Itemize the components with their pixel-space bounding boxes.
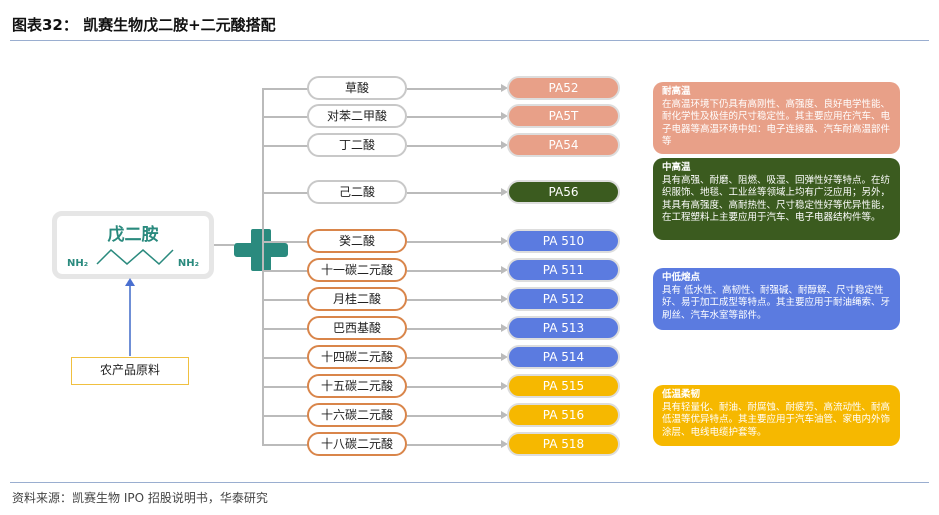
arrow-up-icon — [125, 278, 135, 286]
arrow-right-icon — [407, 441, 508, 447]
property-title: 中低熔点 — [662, 272, 701, 283]
product-pill: PA 518 — [507, 432, 620, 456]
figure-title: 图表32： 凯赛生物戊二胺+二元酸搭配 — [12, 16, 276, 34]
source-note: 资料来源：凯赛生物 IPO 招股说明书，华泰研究 — [12, 491, 268, 505]
property-title: 低温柔韧 — [662, 389, 701, 400]
raw-arrow — [129, 282, 131, 356]
branch-connector — [262, 357, 308, 359]
property-text: 在高温环境下仍具有高刚性、高强度、良好电学性能、耐化学性及极佳的尺寸稳定性。其主… — [662, 98, 891, 148]
amine-right: NH₂ — [177, 258, 199, 269]
product-pill: PA 512 — [507, 287, 620, 311]
property-box: 中高温 具有高强、耐磨、阻燃、吸湿、回弹性好等特点。在纺织服饰、地毯、工业丝等领… — [653, 158, 900, 240]
diamine-box: 戊二胺 NH₂ NH₂ — [52, 211, 214, 279]
branch-connector — [262, 328, 308, 330]
acid-pill: 十四碳二元酸 — [307, 345, 407, 369]
branch-connector — [262, 241, 308, 243]
branch-connector — [262, 299, 308, 301]
branch-connector — [262, 116, 308, 118]
branch-connector — [262, 270, 308, 272]
arrow-right-icon — [407, 383, 508, 389]
arrow-right-icon — [407, 412, 508, 418]
property-text: 具有 低水性、高韧性、耐强碱、耐醇解、尺寸稳定性好、易于加工成型等特点。其主要应… — [662, 284, 891, 321]
branch-connector — [262, 386, 308, 388]
acid-pill: 癸二酸 — [307, 229, 407, 253]
branch-line — [262, 88, 264, 445]
arrow-right-icon — [407, 296, 508, 302]
branch-connector — [262, 145, 308, 147]
product-pill: PA52 — [507, 76, 620, 100]
branch-connector — [262, 444, 308, 446]
acid-pill: 十一碳二元酸 — [307, 258, 407, 282]
arrow-right-icon — [407, 113, 508, 119]
product-pill: PA 515 — [507, 374, 620, 398]
plus-icon — [234, 229, 288, 271]
branch-connector — [262, 88, 308, 90]
carbon-chain-icon — [96, 248, 174, 266]
product-pill: PA56 — [507, 180, 620, 204]
title-divider — [10, 40, 929, 41]
product-pill: PA 511 — [507, 258, 620, 282]
product-pill: PA5T — [507, 104, 620, 128]
property-title: 耐高温 — [662, 86, 691, 97]
property-box: 低温柔韧 具有轻量化、耐油、耐腐蚀、耐疲劳、高流动性、耐高低温等优异特点。其主要… — [653, 385, 900, 446]
acid-pill: 月桂二酸 — [307, 287, 407, 311]
arrow-right-icon — [407, 85, 508, 91]
arrow-right-icon — [407, 238, 508, 244]
footer-divider — [10, 482, 929, 483]
branch-connector — [262, 192, 308, 194]
branch-connector — [262, 415, 308, 417]
acid-pill: 十六碳二元酸 — [307, 403, 407, 427]
property-title: 中高温 — [662, 162, 691, 173]
product-pill: PA54 — [507, 133, 620, 157]
raw-material-box: 农产品原料 — [71, 357, 189, 385]
property-text: 具有高强、耐磨、阻燃、吸湿、回弹性好等特点。在纺织服饰、地毯、工业丝等领域上均有… — [662, 174, 891, 224]
acid-pill: 对苯二甲酸 — [307, 104, 407, 128]
acid-pill: 草酸 — [307, 76, 407, 100]
connector — [214, 244, 234, 246]
product-pill: PA 514 — [507, 345, 620, 369]
product-pill: PA 510 — [507, 229, 620, 253]
acid-pill: 十五碳二元酸 — [307, 374, 407, 398]
amine-left: NH₂ — [67, 258, 89, 269]
property-box: 耐高温 在高温环境下仍具有高刚性、高强度、良好电学性能、耐化学性及极佳的尺寸稳定… — [653, 82, 900, 154]
acid-pill: 巴西基酸 — [307, 316, 407, 340]
arrow-right-icon — [407, 267, 508, 273]
arrow-right-icon — [407, 189, 508, 195]
acid-pill: 十八碳二元酸 — [307, 432, 407, 456]
property-text: 具有轻量化、耐油、耐腐蚀、耐疲劳、高流动性、耐高低温等优异特点。其主要应用于汽车… — [662, 401, 891, 438]
diamine-name: 戊二胺 — [107, 225, 159, 245]
acid-pill: 丁二酸 — [307, 133, 407, 157]
arrow-right-icon — [407, 354, 508, 360]
acid-pill: 己二酸 — [307, 180, 407, 204]
arrow-right-icon — [407, 142, 508, 148]
arrow-right-icon — [407, 325, 508, 331]
product-pill: PA 516 — [507, 403, 620, 427]
property-box: 中低熔点 具有 低水性、高韧性、耐强碱、耐醇解、尺寸稳定性好、易于加工成型等特点… — [653, 268, 900, 330]
product-pill: PA 513 — [507, 316, 620, 340]
